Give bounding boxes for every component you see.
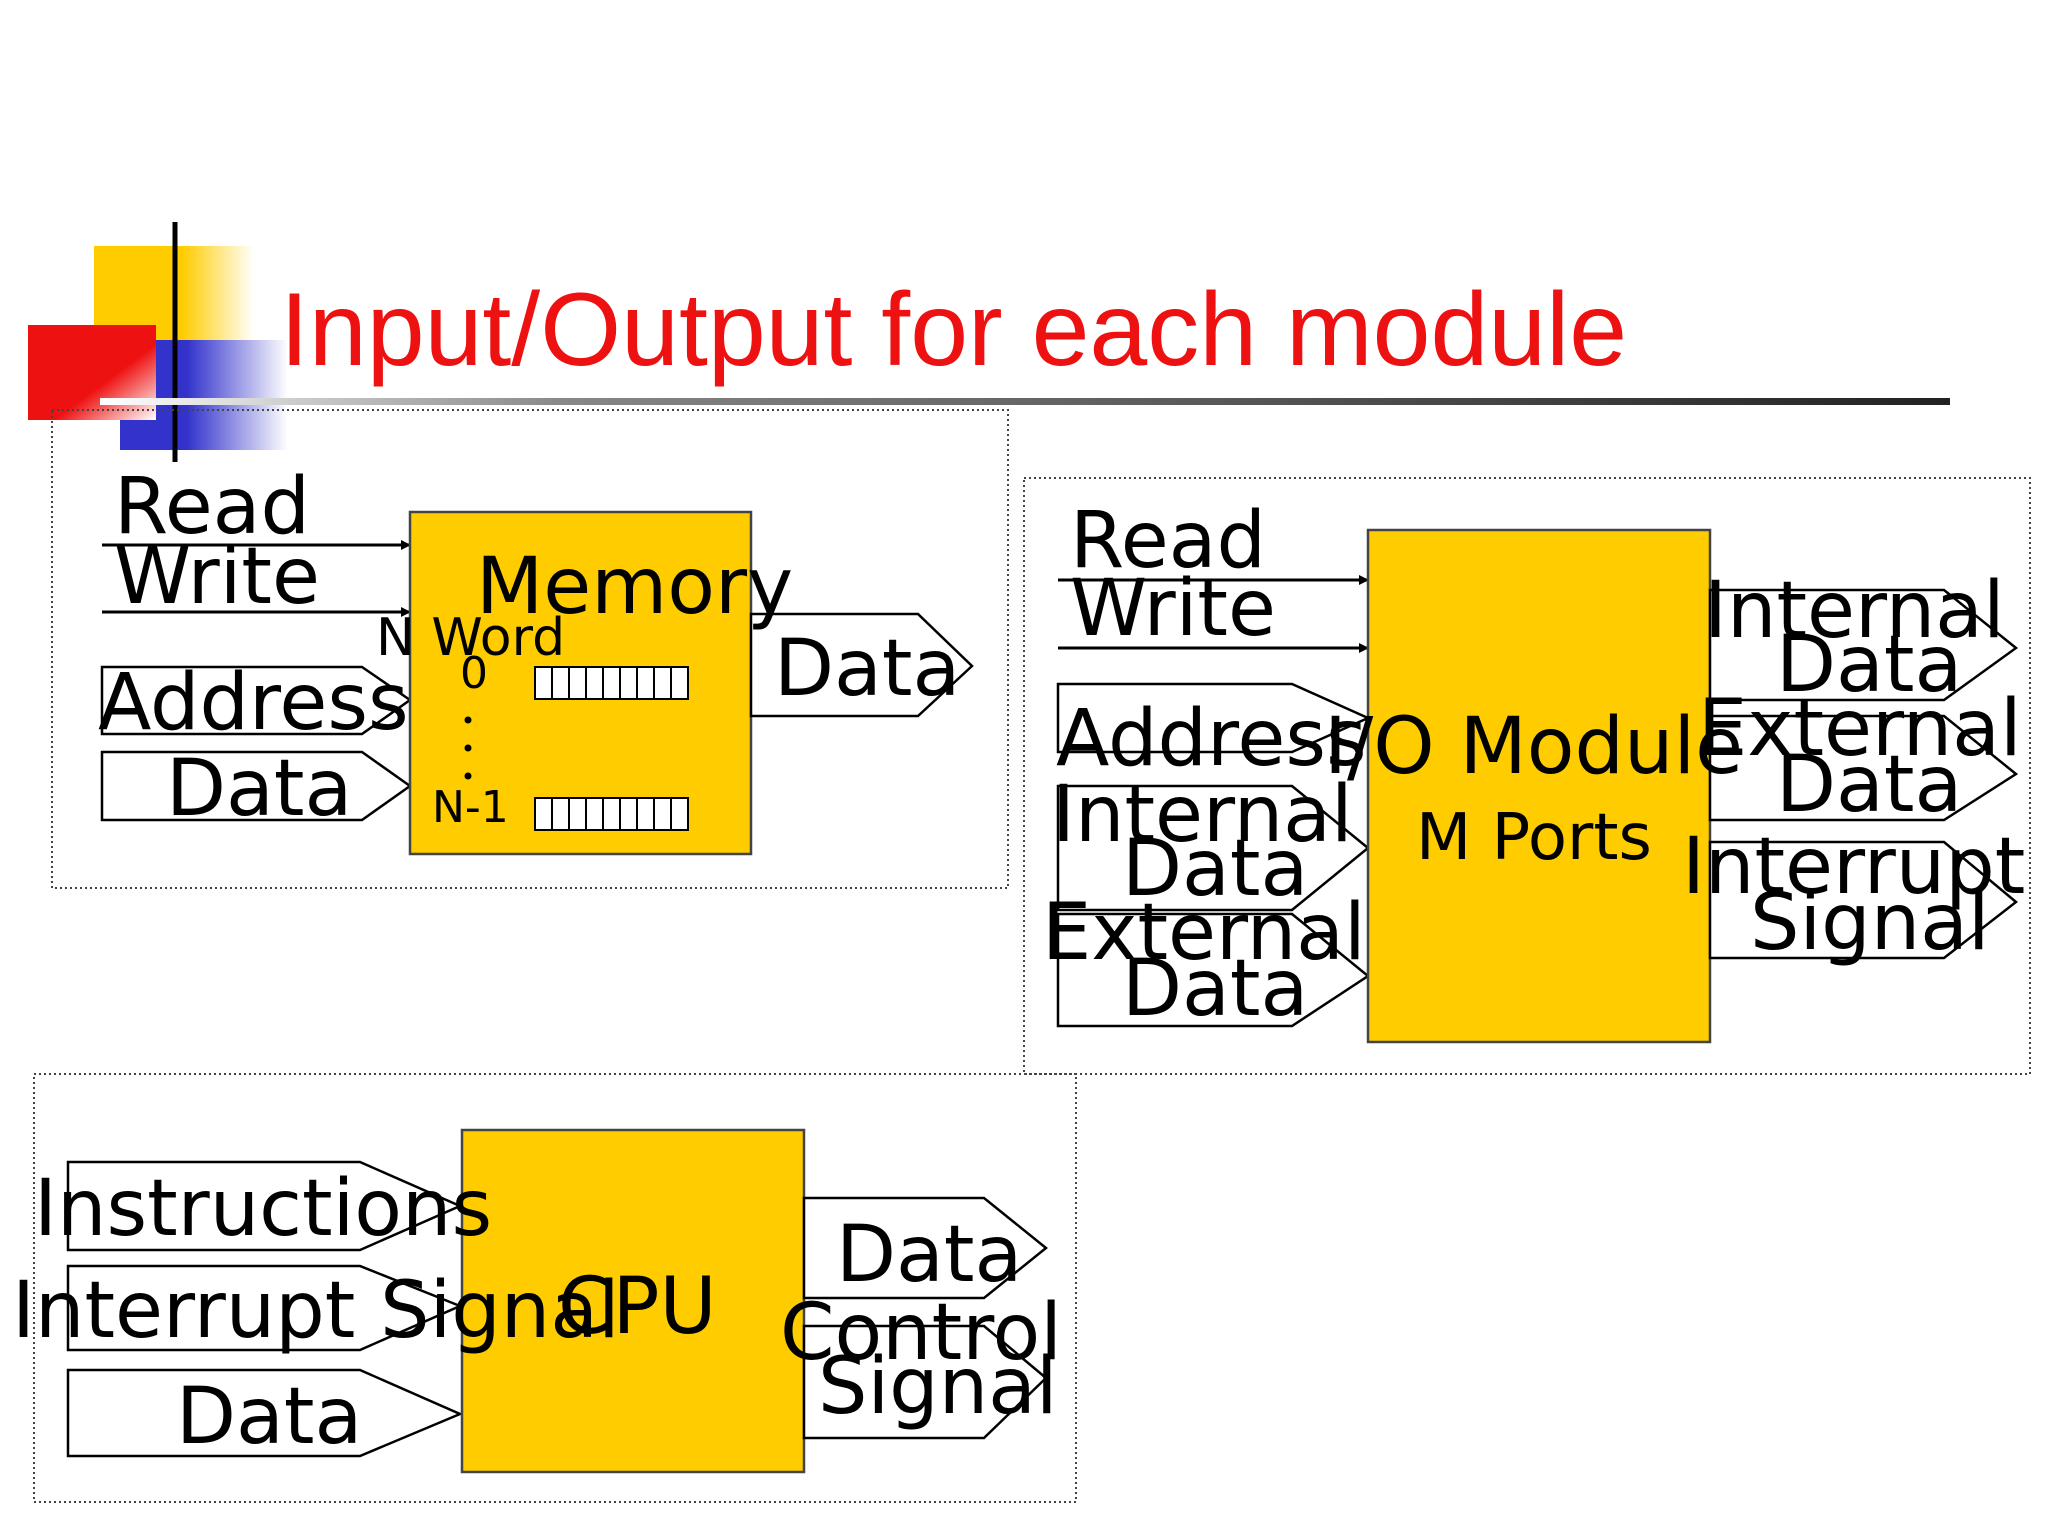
io-internal-data-in-label-1: Internal (1052, 770, 1353, 860)
io-internal-data-out-label-2: Data (1776, 620, 1963, 710)
memory-word-0 (534, 666, 689, 700)
memory-data-out-arrow (749, 612, 974, 718)
io-interrupt-out-label-2: Signal (1750, 878, 1990, 968)
io-read-label: Read (1070, 496, 1266, 586)
cpu-section-frame (33, 1073, 1077, 1503)
memory-word-n-1 (534, 797, 689, 831)
logo-red-square (28, 325, 156, 420)
cpu-instructions-label: Instructions (34, 1164, 493, 1254)
io-external-data-out-label-1: External (1698, 684, 2022, 774)
io-internal-data-out-arrow (1708, 588, 2019, 702)
memory-address-arrow (100, 665, 413, 736)
cpu-box (460, 1128, 806, 1474)
io-module-ports: M Ports (1416, 801, 1652, 875)
memory-index-last: N-1 (432, 782, 509, 833)
cpu-control-out-label-2: Signal (818, 1342, 1058, 1432)
cpu-title: CPU (558, 1262, 717, 1352)
io-interrupt-out-arrow (1708, 840, 2018, 960)
memory-index-first: 0 (460, 648, 488, 699)
memory-write-label: Write (114, 532, 320, 622)
memory-data-in-label: Data (166, 744, 353, 834)
cpu-instructions-arrow (66, 1160, 464, 1252)
io-external-data-in-label-2: Data (1122, 944, 1309, 1034)
cpu-interrupt-label: Interrupt Signal (12, 1266, 620, 1356)
io-section-frame (1023, 477, 2031, 1075)
io-internal-data-in-label-2: Data (1122, 824, 1309, 914)
io-external-data-out-label-2: Data (1776, 740, 1963, 830)
io-module-diagram (1056, 528, 2019, 1044)
cpu-control-out-arrow (802, 1324, 1048, 1440)
cpu-data-in-label: Data (176, 1372, 363, 1462)
cpu-data-out-label: Data (836, 1210, 1023, 1300)
cpu-control-out-label-1: Control (780, 1288, 1062, 1378)
memory-word-count-label: N Word (376, 608, 566, 668)
logo-graphic (28, 222, 1950, 462)
memory-data-in-arrow (100, 750, 413, 822)
io-interrupt-out-label-1: Interrupt (1682, 822, 2026, 912)
memory-address-label: Address (98, 658, 409, 748)
io-external-data-in-arrow (1056, 912, 1371, 1028)
memory-index-ellipsis (464, 716, 472, 780)
memory-title: Memory (476, 542, 794, 632)
cpu-data-out-arrow (802, 1196, 1048, 1300)
io-internal-data-out-label-1: Internal (1704, 566, 2005, 656)
io-address-arrow (1056, 682, 1372, 754)
slide-title: Input/Output for each module (280, 272, 1628, 388)
io-address-label: Address (1056, 694, 1367, 784)
io-module-title: I/O Module (1324, 702, 1744, 792)
cpu-data-in-arrow (66, 1368, 464, 1458)
io-external-data-in-label-1: External (1042, 888, 1366, 978)
memory-read-label: Read (114, 462, 310, 552)
io-external-data-out-arrow (1708, 714, 2019, 822)
title-rule (100, 398, 1950, 405)
io-write-label: Write (1070, 564, 1276, 654)
memory-data-out-label: Data (774, 624, 961, 714)
io-internal-data-in-arrow (1056, 784, 1370, 912)
memory-diagram (100, 510, 974, 856)
cpu-diagram (66, 1128, 1048, 1474)
memory-section-frame (51, 409, 1009, 889)
cpu-interrupt-arrow (66, 1264, 464, 1352)
io-module-box (1366, 528, 1712, 1044)
